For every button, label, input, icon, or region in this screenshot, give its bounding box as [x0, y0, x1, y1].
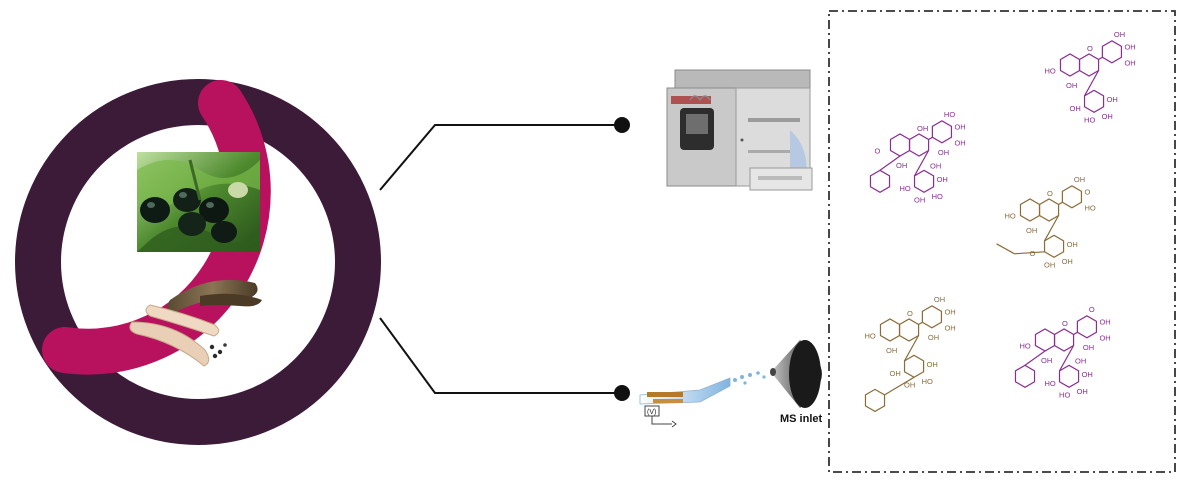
atom-label: HO	[1004, 212, 1015, 221]
atom-label: OH	[914, 195, 925, 204]
connector-top-dot	[614, 117, 630, 133]
atom-label: O	[874, 147, 880, 156]
pods-photo	[129, 279, 262, 367]
atom-label: OH	[904, 380, 915, 389]
atom-label: HO	[1019, 342, 1030, 351]
atom-label: HO	[944, 110, 955, 119]
ring-dark-arc	[15, 79, 381, 445]
atom-label: OH	[886, 346, 897, 355]
connector-lines	[379, 117, 630, 401]
atom-label: OH	[927, 360, 938, 369]
atom-label: OH	[896, 161, 907, 170]
atom-label: OH	[1124, 58, 1135, 67]
sample-ring	[15, 79, 381, 445]
atom-label: O	[1030, 249, 1036, 258]
atom-label: OH	[1044, 260, 1055, 269]
berries-photo	[137, 152, 260, 252]
atom-label: OH	[937, 175, 948, 184]
atom-label: HO	[1084, 115, 1095, 124]
atom-label: OH	[1075, 356, 1086, 365]
atom-label: OH	[938, 148, 949, 157]
atom-label: OH	[1067, 240, 1078, 249]
atom-label: OH	[930, 161, 941, 170]
atom-label: OH	[944, 307, 955, 316]
atom-label: HO	[1045, 379, 1056, 388]
atom-label: OH	[1074, 175, 1085, 184]
connector-bottom-dot	[614, 385, 630, 401]
atom-label: OH	[1124, 42, 1135, 51]
mass-spectrometer-icon	[666, 69, 813, 191]
atom-label: HO	[1059, 390, 1070, 399]
ms-inlet-label: MS inlet	[780, 413, 823, 425]
connector-top	[379, 124, 622, 191]
atom-label: OH	[890, 369, 901, 378]
atom-label: OH	[1107, 95, 1118, 104]
connector-bottom	[379, 317, 622, 394]
atom-label: OH	[917, 124, 928, 133]
esi-voltage-label: (V)	[647, 409, 656, 416]
atom-label: O	[1087, 44, 1093, 53]
atom-label: OH	[944, 323, 955, 332]
atom-label: O	[907, 309, 913, 318]
atom-label: OH	[1070, 104, 1081, 113]
structure-anthocyanin-3: OH HO O O HO O OH OH OH OH	[996, 175, 1096, 269]
atom-label: HO	[1084, 203, 1095, 212]
atom-label: OH	[1066, 81, 1077, 90]
atom-label: HO	[900, 184, 911, 193]
atom-label: O	[1047, 189, 1053, 198]
atom-label: HO	[864, 332, 875, 341]
atom-label: HO	[922, 377, 933, 386]
atom-label: OH	[928, 333, 939, 342]
atom-label: OH	[1102, 112, 1113, 121]
esi-source-icon: (V) MS inlet	[639, 340, 823, 428]
atom-label: OH	[1041, 356, 1052, 365]
atom-label: OH	[1062, 257, 1073, 266]
atom-label: OH	[1099, 333, 1110, 342]
atom-label: OH	[954, 138, 965, 147]
atom-label: O	[1062, 319, 1068, 328]
atom-label: HO	[932, 192, 943, 201]
atom-label: OH	[1077, 387, 1088, 396]
atom-label: OH	[1026, 226, 1037, 235]
atom-label: OH	[1099, 317, 1110, 326]
atom-label: O	[1084, 187, 1090, 196]
atom-label: OH	[954, 122, 965, 131]
atom-label: OH	[1082, 370, 1093, 379]
atom-label: O	[1089, 305, 1095, 314]
structures-box	[828, 10, 1176, 473]
atom-label: HO	[1044, 67, 1055, 76]
atom-label: OH	[1083, 343, 1094, 352]
atom-label: OH	[1114, 30, 1125, 39]
atom-label: OH	[934, 295, 945, 304]
